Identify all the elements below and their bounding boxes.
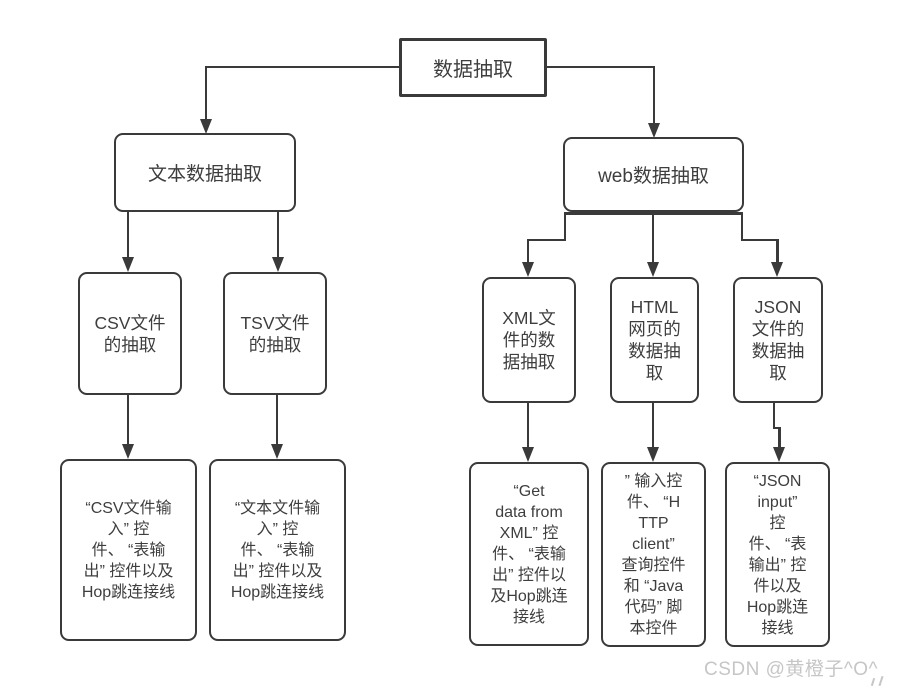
arrowhead-down-icon bbox=[646, 262, 659, 277]
arrowhead-down-icon bbox=[121, 444, 134, 459]
arrowhead-down-icon bbox=[121, 257, 134, 272]
connector-web-to-json bbox=[740, 238, 779, 241]
connector-text-to-tsv bbox=[276, 211, 280, 257]
node-label: XML文 件的数 据抽取 bbox=[502, 308, 556, 372]
node-label: ” 输入控 件、 “H TTP client” 查询控件 和 “Java 代码”… bbox=[621, 472, 686, 637]
connector-web-to-xml bbox=[563, 212, 567, 241]
node-tsv-extraction: TSV文件 的抽取 bbox=[223, 272, 327, 395]
node-html-detail: ” 输入控 件、 “H TTP client” 查询控件 和 “Java 代码”… bbox=[601, 462, 706, 647]
connector-text-to-csv bbox=[126, 211, 130, 257]
node-csv-detail: “CSV文件输 入” 控 件、 “表输 出” 控件以及 Hop跳连接线 bbox=[60, 459, 197, 641]
node-data-extraction: 数据抽取 bbox=[399, 38, 547, 97]
connector-root-to-web bbox=[546, 65, 655, 68]
connector-web-to-json bbox=[776, 238, 779, 263]
connector-tsv-to-detail bbox=[275, 394, 279, 445]
node-label: HTML 网页的 数据抽 取 bbox=[628, 297, 681, 383]
arrowhead-down-icon bbox=[521, 447, 534, 462]
node-label: CSV文件 的抽取 bbox=[94, 312, 166, 355]
connector-web-to-json bbox=[740, 212, 744, 241]
node-label: “CSV文件输 入” 控 件、 “表输 出” 控件以及 Hop跳连接线 bbox=[81, 499, 176, 601]
node-text-data-extraction: 文本数据抽取 bbox=[114, 133, 296, 212]
node-web-data-extraction: web数据抽取 bbox=[563, 137, 744, 212]
arrowhead-down-icon bbox=[771, 262, 783, 277]
connector-web-to-xml bbox=[526, 238, 566, 241]
node-label: 数据抽取 bbox=[433, 59, 513, 81]
node-label: 文本数据抽取 bbox=[147, 164, 262, 185]
connector-json-to-detail bbox=[772, 402, 776, 429]
connector-root-to-web bbox=[652, 65, 656, 123]
arrowhead-down-icon bbox=[271, 257, 284, 272]
node-json-extraction: JSON 文件的 数据抽 取 bbox=[733, 277, 823, 403]
connector-root-to-text bbox=[204, 65, 208, 122]
csdn-watermark: CSDN @黄橙子^O^ bbox=[703, 659, 878, 680]
connector-html-to-detail bbox=[651, 402, 655, 447]
connector-web-to-html bbox=[651, 212, 655, 262]
arrowhead-down-icon bbox=[646, 447, 659, 462]
node-json-detail: “JSON input” 控 件、 “表 输出” 控 件以及 Hop跳连 接线 bbox=[725, 462, 830, 647]
arrowhead-down-icon bbox=[647, 123, 660, 138]
connector-json-to-detail bbox=[778, 426, 781, 448]
node-label: “Get data from XML” 控 件、 “表输 出” 控件以 及Hop… bbox=[490, 482, 568, 626]
arrowhead-down-icon bbox=[773, 447, 785, 462]
connector-root-to-text bbox=[206, 65, 400, 68]
connector-csv-to-detail bbox=[126, 394, 130, 445]
node-html-extraction: HTML 网页的 数据抽 取 bbox=[610, 277, 699, 403]
node-text-detail: “文本文件输 入” 控 件、 “表输 出” 控件以及 Hop跳连接线 bbox=[209, 459, 346, 641]
node-label: “JSON input” 控 件、 “表 输出” 控 件以及 Hop跳连 接线 bbox=[746, 472, 809, 637]
connector-xml-to-detail bbox=[526, 402, 530, 447]
connector-web-to-xml bbox=[526, 238, 530, 263]
node-label: web数据抽取 bbox=[598, 166, 709, 187]
arrowhead-down-icon bbox=[199, 119, 212, 134]
watermark-fragment bbox=[878, 675, 884, 687]
node-label: JSON 文件的 数据抽 取 bbox=[751, 297, 805, 383]
connector-json-to-detail bbox=[772, 426, 781, 429]
node-csv-extraction: CSV文件 的抽取 bbox=[78, 272, 182, 395]
arrowhead-down-icon bbox=[270, 444, 283, 459]
node-xml-extraction: XML文 件的数 据抽取 bbox=[482, 277, 576, 403]
node-label: “文本文件输 入” 控 件、 “表输 出” 控件以及 Hop跳连接线 bbox=[230, 499, 325, 601]
arrowhead-down-icon bbox=[521, 262, 534, 277]
node-xml-detail: “Get data from XML” 控 件、 “表输 出” 控件以 及Hop… bbox=[469, 462, 589, 646]
node-label: TSV文件 的抽取 bbox=[240, 312, 310, 355]
